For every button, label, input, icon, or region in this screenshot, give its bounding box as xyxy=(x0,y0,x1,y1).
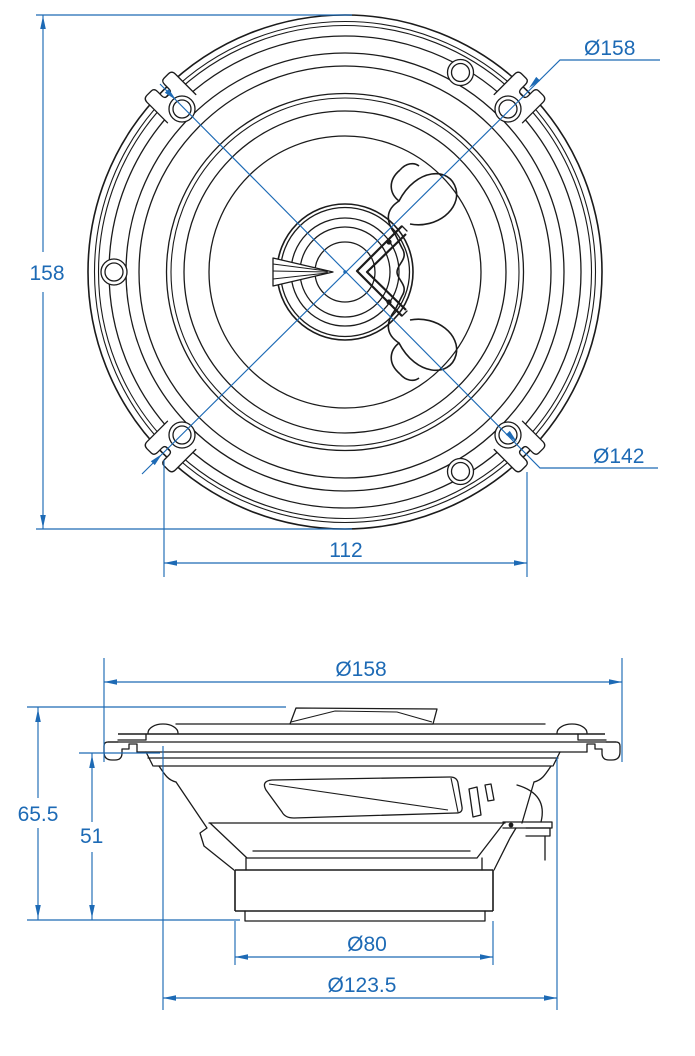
dim-label-mounting-depth: 51 xyxy=(80,825,103,848)
speaker-side-outline xyxy=(103,707,621,922)
front-dimensions: Ø142 Ø158 158 xyxy=(29,14,660,577)
dim-label-height: 158 xyxy=(29,262,64,285)
tweeter-bump xyxy=(289,707,438,725)
dim-label-magnet-diameter: Ø80 xyxy=(347,933,387,956)
basket-frame xyxy=(158,765,552,871)
dim-side-rear-diameter: Ø123.5 xyxy=(162,746,558,1010)
cone-ring xyxy=(208,135,482,409)
dim-label-bolt-circle: Ø142 xyxy=(593,445,644,468)
spring-clip xyxy=(387,162,458,382)
tweeter-assembly xyxy=(272,162,458,382)
side-view: Ø158 65.5 51 xyxy=(18,658,623,1010)
dim-side-magnet-diameter: Ø80 xyxy=(234,921,494,965)
screw-hole xyxy=(450,461,471,482)
dim-label-hole-spacing: 112 xyxy=(329,539,362,562)
dim-front-bolt-circle: Ø142 xyxy=(159,83,658,469)
magnet-assembly xyxy=(234,857,494,922)
side-tab-left xyxy=(103,741,138,761)
surround-roll-left xyxy=(147,723,179,734)
screw-hole xyxy=(498,99,518,119)
dim-label-rear-diameter: Ø123.5 xyxy=(328,974,397,997)
dim-label-total-depth: 65.5 xyxy=(18,803,59,826)
side-dimensions: Ø158 65.5 51 xyxy=(18,658,623,1010)
dim-front-height: 158 xyxy=(29,14,352,530)
tweeter-bracket xyxy=(355,225,408,317)
phase-pointer xyxy=(272,257,334,287)
dim-side-outer-diameter: Ø158 xyxy=(103,658,623,762)
surround-ring xyxy=(165,92,525,452)
dim-front-hole-spacing: 112 xyxy=(163,460,528,577)
tinsel-lead xyxy=(516,784,543,823)
surround-roll-right xyxy=(556,723,588,734)
cone-edge-ring xyxy=(183,110,507,434)
terminal-connector xyxy=(502,784,553,861)
center-mark xyxy=(343,270,347,274)
dim-label-side-outer-diameter: Ø158 xyxy=(335,658,386,681)
dim-front-outer-diameter: Ø158 xyxy=(141,37,660,475)
screw-hole xyxy=(172,99,192,119)
dim-label-outer-diameter: Ø158 xyxy=(584,37,635,60)
side-tab-right xyxy=(586,741,621,761)
front-view: Ø142 Ø158 158 xyxy=(29,14,660,577)
screw-hole xyxy=(104,262,124,282)
screw-hole xyxy=(450,62,471,83)
dim-side-mounting-depth: 51 xyxy=(79,752,160,920)
dim-side-total-depth: 65.5 xyxy=(18,706,286,921)
